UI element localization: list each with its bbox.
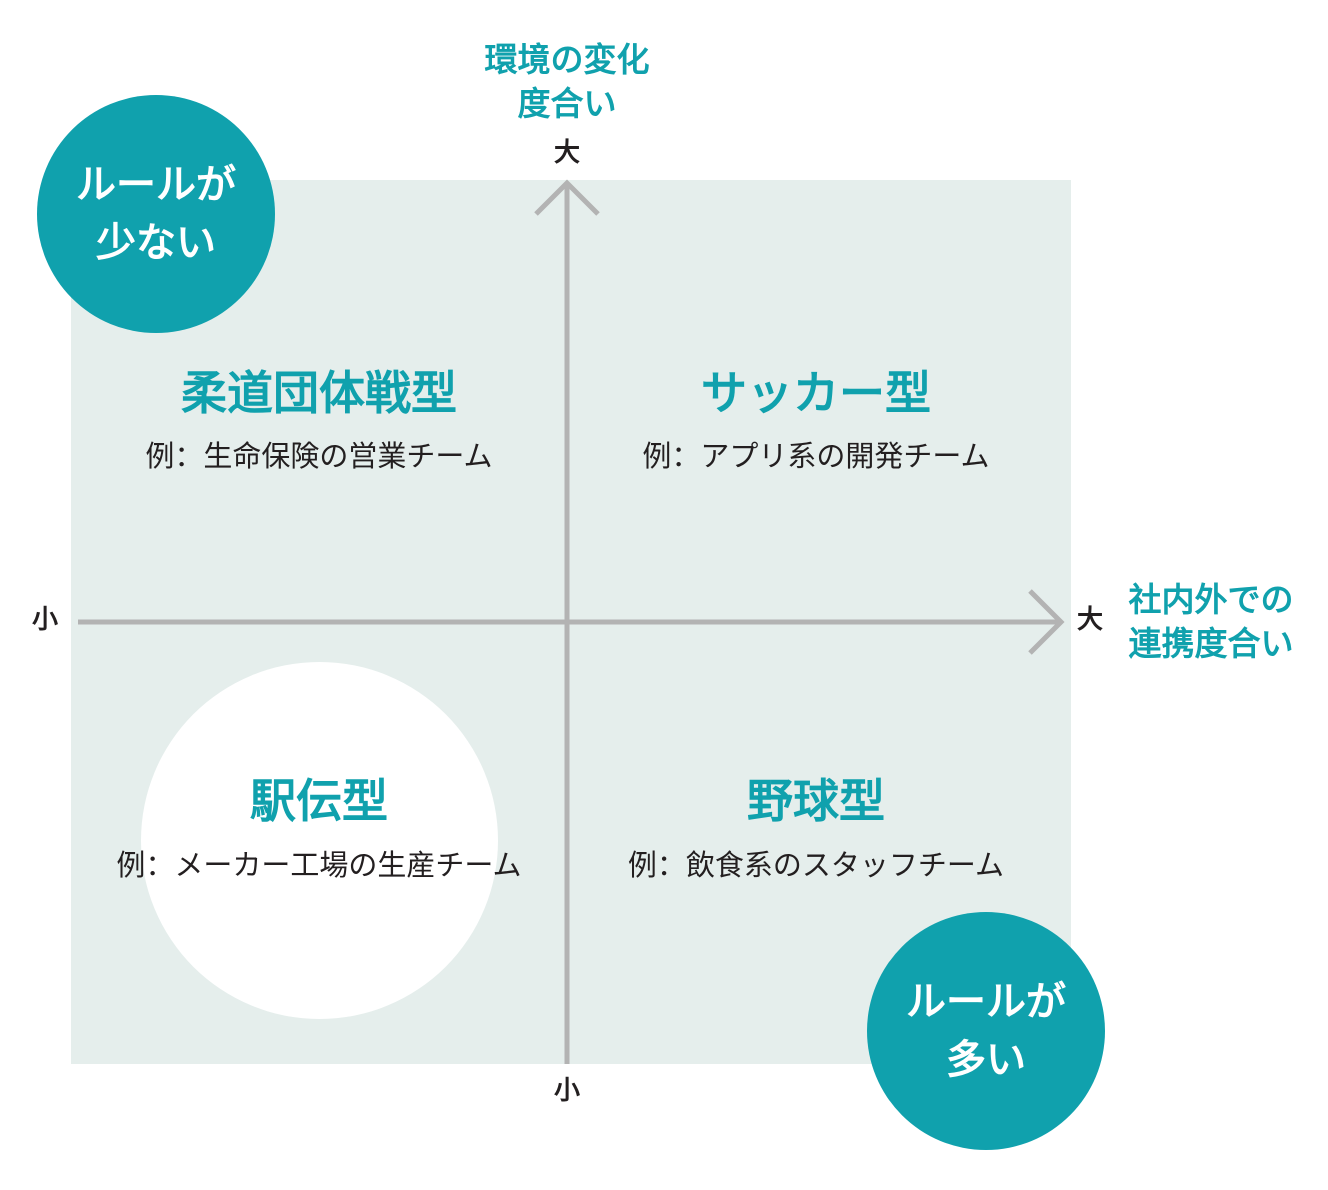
quadrant-top-right-title: サッカー型 bbox=[701, 366, 931, 420]
x-axis-arrowhead bbox=[1028, 589, 1065, 655]
badge-few-rules-line1: ルールが bbox=[76, 162, 236, 208]
highlight-circle bbox=[141, 662, 498, 1019]
x-axis-high-label: 大 bbox=[1076, 605, 1104, 635]
quadrant-top-right-example: 例：アプリ系の開発チーム bbox=[642, 439, 990, 473]
y-axis-title-line2: 度合い bbox=[517, 84, 617, 123]
quadrant-top-left-example: 例：生命保険の営業チーム bbox=[145, 439, 493, 473]
badge-few-rules: ルールが 少ない bbox=[37, 95, 275, 333]
quadrant-bottom-left-example: 例：メーカー工場の生産チーム bbox=[116, 848, 522, 882]
quadrant-bottom-left-title: 駅伝型 bbox=[250, 774, 388, 828]
x-axis-title: 社内外での 連携度合い bbox=[1129, 578, 1294, 666]
y-axis-high-label: 大 bbox=[553, 138, 581, 168]
badge-many-rules-line1: ルールが bbox=[906, 979, 1066, 1025]
x-axis-title-line2: 連携度合い bbox=[1128, 624, 1294, 663]
quadrant-bottom-right-title: 野球型 bbox=[747, 774, 885, 828]
y-axis-title: 環境の変化 度合い bbox=[485, 38, 650, 126]
y-axis-low-label: 小 bbox=[553, 1076, 581, 1106]
x-axis-title-line1: 社内外での bbox=[1128, 580, 1294, 619]
quadrant-top-left-title: 柔道団体戦型 bbox=[181, 366, 457, 420]
badge-few-rules-line2: 少ない bbox=[96, 220, 216, 266]
y-axis-title-line1: 環境の変化 bbox=[484, 40, 650, 79]
x-axis-low-label: 小 bbox=[31, 605, 59, 635]
badge-many-rules: ルールが 多い bbox=[867, 912, 1105, 1150]
y-axis-arrowhead bbox=[534, 179, 600, 216]
badge-many-rules-line2: 多い bbox=[946, 1037, 1026, 1083]
quadrant-bottom-right-example: 例：飲食系のスタッフチーム bbox=[627, 848, 1005, 882]
